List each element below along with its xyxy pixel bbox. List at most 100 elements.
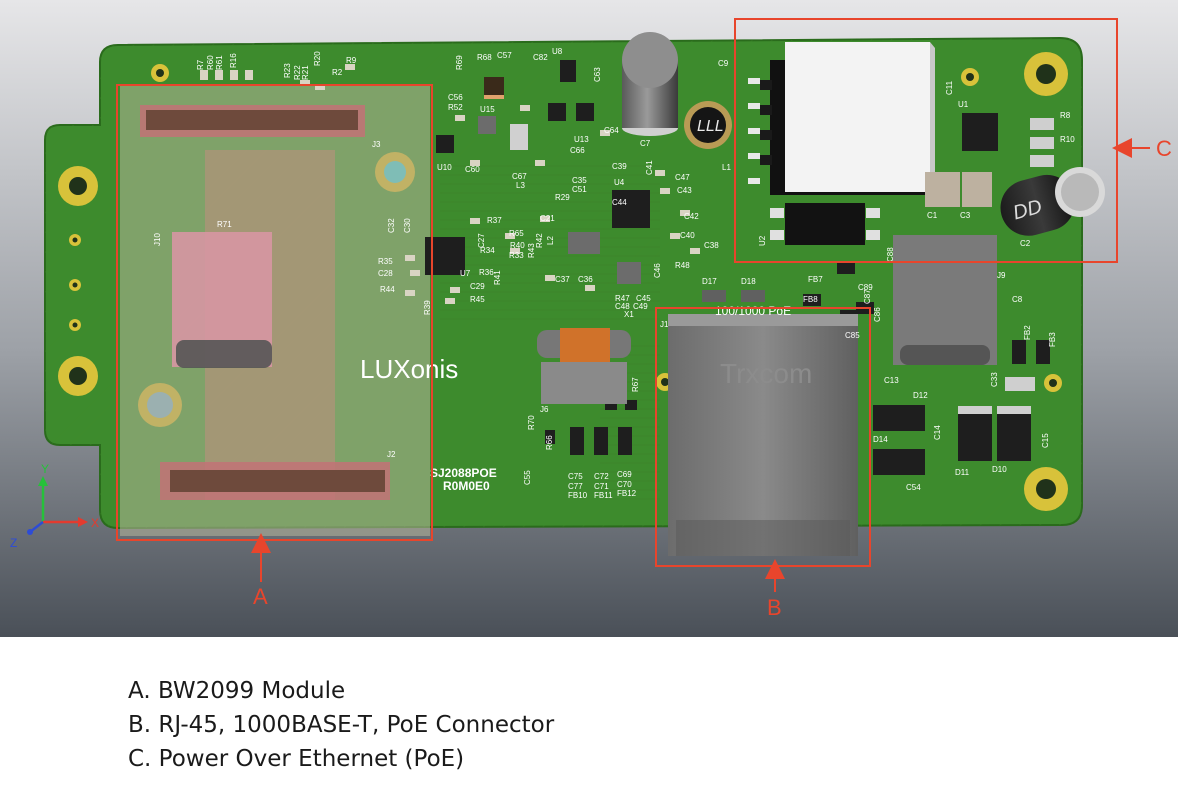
svg-text:LLL: LLL bbox=[697, 118, 724, 135]
silk-label-r36: R36 bbox=[479, 268, 494, 277]
mounting-hole bbox=[1024, 52, 1068, 96]
silk-label-r35: R35 bbox=[378, 257, 393, 266]
silk-label-r61: R61 bbox=[215, 55, 224, 70]
silk-label-l3: L3 bbox=[516, 181, 525, 190]
small-hole bbox=[69, 279, 81, 291]
silk-label-c51: C51 bbox=[572, 185, 587, 194]
silk-label-r43: R43 bbox=[527, 243, 536, 258]
silk-label-c56: C56 bbox=[448, 93, 463, 102]
c1-c3-capacitors bbox=[925, 172, 992, 207]
poe-transformer bbox=[748, 42, 935, 198]
silk-label-c67: C67 bbox=[512, 172, 527, 181]
silk-label-r7: R7 bbox=[196, 59, 205, 70]
silk-label-c49: C49 bbox=[633, 302, 648, 311]
silk-label-c7: C7 bbox=[640, 139, 651, 148]
flex-connector-j6 bbox=[537, 328, 631, 404]
callout-letter-a: A bbox=[253, 584, 268, 609]
silk-label-j2: J2 bbox=[387, 450, 396, 459]
connector-j9 bbox=[893, 235, 997, 365]
silk-label-r33: R33 bbox=[509, 251, 524, 260]
silk-label-c36: C36 bbox=[578, 275, 593, 284]
silk-label-c35: C35 bbox=[572, 176, 587, 185]
silk-label-c69: C69 bbox=[617, 470, 632, 479]
silk-label-r47: R47 bbox=[615, 294, 630, 303]
silk-label-j9: J9 bbox=[997, 271, 1006, 280]
silk-label-c14: C14 bbox=[933, 425, 942, 440]
silk-label-r9: R9 bbox=[346, 56, 357, 65]
bw2099-module bbox=[120, 86, 430, 536]
silk-label-c87: C87 bbox=[863, 289, 872, 304]
electrolytic-capacitor bbox=[622, 32, 678, 136]
silk-label-fb7: FB7 bbox=[808, 275, 823, 284]
silk-label-c33: C33 bbox=[990, 372, 999, 387]
silk-label-r40: R40 bbox=[510, 241, 525, 250]
silk-label-fb10: FB10 bbox=[568, 491, 588, 500]
silk-label-c70: C70 bbox=[617, 480, 632, 489]
callout-letter-c: C bbox=[1156, 136, 1172, 161]
silk-label-c29: C29 bbox=[470, 282, 485, 291]
silk-label-d12: D12 bbox=[913, 391, 928, 400]
silk-label-c77: C77 bbox=[568, 482, 583, 491]
silk-label-c57: C57 bbox=[497, 51, 512, 60]
small-hole bbox=[961, 68, 979, 86]
silk-label-r45: R45 bbox=[470, 295, 485, 304]
silk-label-r66: R66 bbox=[545, 435, 554, 450]
silk-label-c63: C63 bbox=[593, 67, 602, 82]
silk-label-r23: R23 bbox=[283, 63, 292, 78]
silk-label-fb2: FB2 bbox=[1023, 325, 1032, 340]
legend-item-c: C. Power Over Ethernet (PoE) bbox=[128, 746, 465, 772]
silk-label-r42: R42 bbox=[535, 233, 544, 248]
pcb-render-scene: LLL bbox=[0, 0, 1178, 637]
board-part-number: SJ2088POE bbox=[430, 466, 497, 480]
silk-label-c1: C1 bbox=[927, 211, 938, 220]
pcb-render: LLL bbox=[0, 0, 1178, 637]
silk-label-c39: C39 bbox=[612, 162, 627, 171]
silk-label-c88: C88 bbox=[886, 247, 895, 262]
silk-label-d18: D18 bbox=[741, 277, 756, 286]
silk-label-r44: R44 bbox=[380, 285, 395, 294]
legend: A. BW2099 Module B. RJ-45, 1000BASE-T, P… bbox=[128, 674, 554, 776]
silk-label-c37: C37 bbox=[555, 275, 570, 284]
silk-label-c47: C47 bbox=[675, 173, 690, 182]
silk-label-c41: C41 bbox=[645, 160, 654, 175]
silk-label-j6: J6 bbox=[540, 405, 549, 414]
silk-label-x1: X1 bbox=[624, 310, 634, 319]
axis-y-label: Y bbox=[41, 462, 49, 476]
ic-chip bbox=[548, 103, 566, 121]
silk-label-c48: C48 bbox=[615, 302, 630, 311]
silk-label-l2: L2 bbox=[546, 236, 555, 245]
silk-label-l1: L1 bbox=[722, 163, 731, 172]
silk-label-r67: R67 bbox=[631, 377, 640, 392]
silk-label-r2: R2 bbox=[332, 68, 343, 77]
silk-label-c46: C46 bbox=[653, 263, 662, 278]
silk-label-fb3: FB3 bbox=[1048, 332, 1057, 347]
silk-label-r8: R8 bbox=[1060, 111, 1071, 120]
silk-label-u7: U7 bbox=[460, 269, 471, 278]
silk-label-r21: R21 bbox=[301, 65, 310, 80]
silk-label-c42: C42 bbox=[684, 212, 699, 221]
ic-chip bbox=[612, 190, 650, 228]
silk-label-r68: R68 bbox=[477, 53, 492, 62]
silk-label-c60: C60 bbox=[465, 165, 480, 174]
silk-label-d17: D17 bbox=[702, 277, 717, 286]
callout-letter-b: B bbox=[767, 595, 782, 620]
silk-label-j10: J10 bbox=[153, 233, 162, 246]
ic-chip bbox=[484, 77, 504, 99]
silk-label-r39: R39 bbox=[423, 300, 432, 315]
silk-label-u8: U8 bbox=[552, 47, 563, 56]
silk-label-j1: J1 bbox=[660, 320, 669, 329]
silk-label-c28: C28 bbox=[378, 269, 393, 278]
ic-chip bbox=[436, 135, 454, 153]
rj45-silk-marking: 100/1000 PoE bbox=[715, 304, 791, 318]
silk-label-r16: R16 bbox=[229, 53, 238, 68]
silk-label-c89: C89 bbox=[858, 283, 873, 292]
mounting-hole bbox=[58, 356, 98, 396]
silk-label-c55: C55 bbox=[523, 470, 532, 485]
silk-label-d14: D14 bbox=[873, 435, 888, 444]
mounting-holes bbox=[58, 52, 1068, 511]
silk-label-r41: R41 bbox=[493, 270, 502, 285]
silk-label-r70: R70 bbox=[527, 415, 536, 430]
rj45-brand-mark: Trxcom bbox=[720, 358, 812, 389]
silk-label-c27: C27 bbox=[477, 233, 486, 248]
